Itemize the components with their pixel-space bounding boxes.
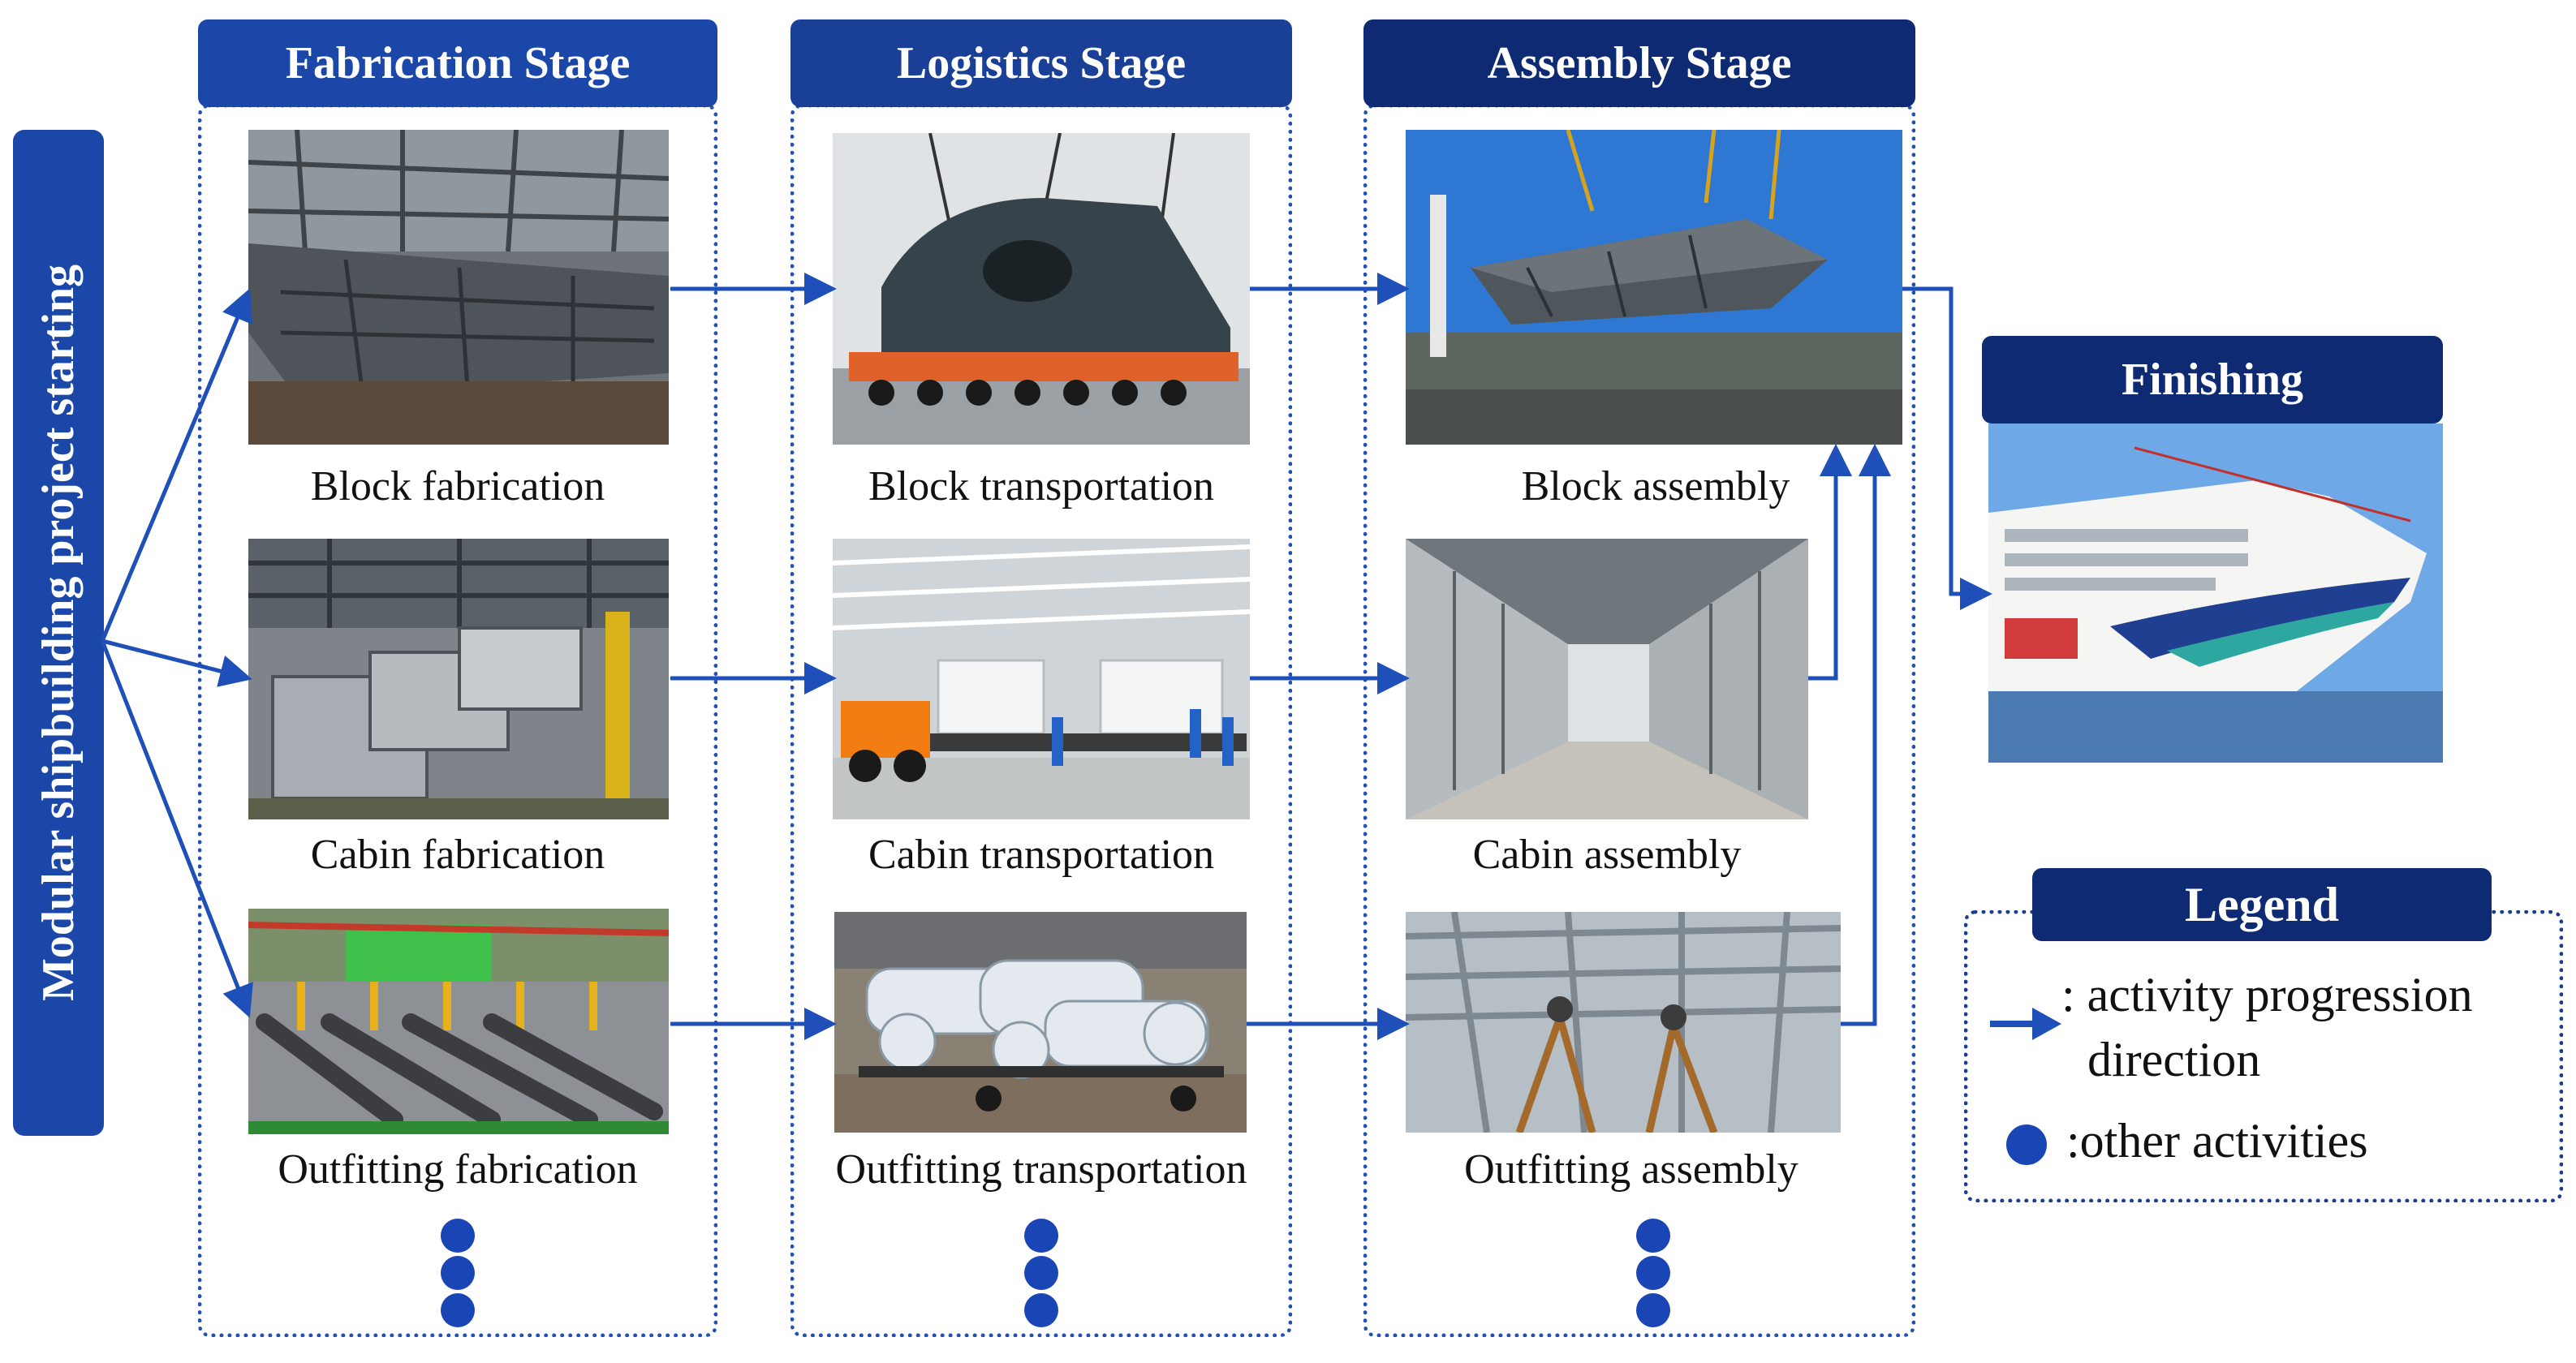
other-activity-dot bbox=[1024, 1256, 1058, 1290]
arrow-outfitting-assembly-to-block-assembly bbox=[1841, 444, 1891, 1026]
other-activity-dot bbox=[1636, 1219, 1670, 1253]
logistics-stage-title: Logistics Stage bbox=[790, 19, 1292, 107]
block-fabrication-photo bbox=[248, 130, 669, 445]
other-activity-dot bbox=[1024, 1219, 1058, 1253]
outfitting-transportation-label: Outfitting transportation bbox=[835, 1146, 1247, 1193]
block-transportation-label: Block transportation bbox=[868, 463, 1215, 510]
project-start-bar: Modular shipbuilding project starting bbox=[13, 130, 104, 1136]
finishing-cruise-ship-photo bbox=[1988, 424, 2443, 763]
outfitting-fabrication-photo bbox=[248, 909, 669, 1134]
fabrication-stage-title: Fabrication Stage bbox=[198, 19, 717, 107]
finishing-title: Finishing bbox=[1982, 336, 2443, 424]
other-activity-dot bbox=[441, 1256, 475, 1290]
other-activity-dot bbox=[441, 1219, 475, 1253]
block-assembly-label: Block assembly bbox=[1521, 463, 1790, 510]
outfitting-assembly-photo bbox=[1406, 912, 1841, 1133]
legend-arrow-text: : activity progression direction bbox=[2061, 962, 2473, 1092]
legend-arrow-text-line2: direction bbox=[2087, 1033, 2261, 1086]
block-fabrication-label: Block fabrication bbox=[310, 463, 605, 510]
block-transportation-photo bbox=[833, 133, 1250, 445]
cabin-transportation-label: Cabin transportation bbox=[868, 832, 1215, 878]
outfitting-transportation-photo bbox=[834, 912, 1247, 1133]
outfitting-assembly-label: Outfitting assembly bbox=[1464, 1146, 1798, 1193]
block-assembly-photo bbox=[1406, 130, 1902, 445]
legend-dot-icon bbox=[2006, 1124, 2047, 1165]
arrow-cabin-assembly-to-block-assembly bbox=[1808, 444, 1852, 681]
other-activity-dot bbox=[1636, 1256, 1670, 1290]
other-activity-dot bbox=[1636, 1293, 1670, 1327]
legend-arrow-text-line1: : activity progression bbox=[2061, 968, 2473, 1021]
legend-dot-text: :other activities bbox=[2066, 1114, 2368, 1167]
arrow-start-to-block-fabrication bbox=[100, 288, 252, 642]
cabin-transportation-photo bbox=[833, 539, 1250, 819]
legend-title: Legend bbox=[2032, 868, 2492, 941]
cabin-fabrication-label: Cabin fabrication bbox=[310, 832, 605, 878]
legend-arrow-icon bbox=[1990, 1008, 2061, 1040]
cabin-assembly-photo bbox=[1406, 539, 1808, 819]
assembly-stage-title: Assembly Stage bbox=[1363, 19, 1915, 107]
arrow-start-to-outfitting-fabrication bbox=[100, 640, 253, 1018]
other-activity-dot bbox=[1024, 1293, 1058, 1327]
cabin-fabrication-photo bbox=[248, 539, 669, 819]
cabin-assembly-label: Cabin assembly bbox=[1472, 832, 1742, 878]
other-activity-dot bbox=[441, 1293, 475, 1327]
arrow-start-to-cabin-fabrication bbox=[101, 639, 252, 687]
arrow-block-assembly-to-finishing bbox=[1902, 286, 1992, 610]
outfitting-fabrication-label: Outfitting fabrication bbox=[278, 1146, 638, 1193]
